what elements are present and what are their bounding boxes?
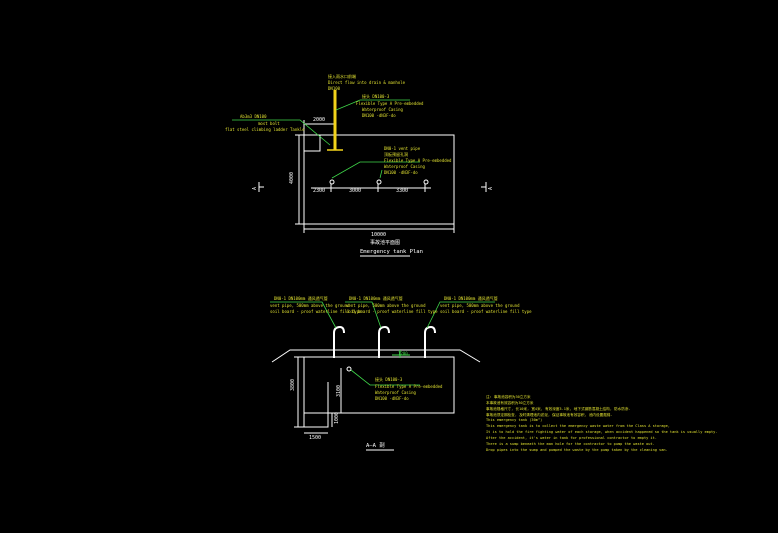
plan-tank-outline <box>303 134 455 225</box>
section-vent-2-l3: soil board - proof waterline fill type <box>346 309 438 314</box>
plan-pipe-note-5: DN100 -dN3F-do <box>384 170 418 175</box>
plan-dim-texts: 2000 2300 3000 3300 10000 4000 A A 事故池平面… <box>252 117 494 255</box>
plan-section-mark-right: A <box>488 187 494 190</box>
section-vent-3-l2: vent pipe, 500mm above the ground <box>440 303 520 308</box>
plan-joint-note-2: Waterproof Casing <box>362 107 404 112</box>
plan-joint-note-1: Flexible Type A Pre-embedded <box>356 101 424 106</box>
plan-manhole <box>303 134 321 152</box>
section-dim-base-h: 1000 <box>334 412 340 424</box>
plan-joint-note-3: DN100 -dN3F-do <box>362 113 396 118</box>
section-level-label: 1200 <box>398 351 408 356</box>
section-title: A—A 剖 <box>366 441 385 449</box>
section-vent-pipes <box>333 325 436 358</box>
section-joint-l1: 接头 DN100-3 <box>375 376 403 382</box>
plan-vent-note-cn: 接入雨水口前端 <box>328 73 356 79</box>
plan-dim-3: 3300 <box>396 188 408 194</box>
section-vent-pipe-1 <box>333 325 345 358</box>
note-line-5: This emergency tank (30m³) <box>486 418 542 422</box>
plan-section-mark-left: A <box>252 187 258 190</box>
section-vent-3-l3: soil board - proof waterline fill type <box>440 309 532 314</box>
section-joint-circle <box>346 366 352 372</box>
section-dim-inner: 3100 <box>336 385 342 397</box>
plan-title: Emergency tank Plan <box>360 249 423 255</box>
plan-vent-circle-1 <box>329 179 335 185</box>
plan-vent-circle-2 <box>376 179 382 185</box>
section-texts: DN0-1 DN100mm 通风透气管 vent pipe, 500mm abo… <box>270 295 532 401</box>
note-line-10: Drop pipes into the sump and pumped the … <box>486 448 668 452</box>
plan-sump-note-1: Ab3m3 DN100 <box>240 114 267 119</box>
section-leaders <box>270 301 495 386</box>
note-line-7: It is to hold the fire fighting water of… <box>486 430 718 434</box>
plan-leaders <box>232 99 420 179</box>
plan-texts: 接入雨水口前端 Direct flow into drain & manhole… <box>225 73 452 175</box>
note-line-8: After the accident, it's water in tank f… <box>486 436 657 440</box>
note-line-9: There is a sump beneath the man hole for… <box>486 442 655 446</box>
plan-dim-total: 10000 <box>371 232 386 238</box>
section-vent-2-l1: DN0-1 DN100mm 通风透气管 <box>349 295 403 301</box>
section-vent-3-l1: DN0-1 DN100mm 通风透气管 <box>444 295 498 301</box>
plan-vent-note-en: Direct flow into drain & manhole <box>328 80 406 85</box>
section-joint-l2: Flexible Type A Pre-embedded <box>375 384 443 389</box>
plan-vent-circle-3 <box>423 179 429 185</box>
section-vent-1-l2: vent pipe, 500mm above the ground <box>270 303 350 308</box>
plan-dim-height: 4000 <box>289 172 295 184</box>
section-joint-l4: DN100 -dN3F-do <box>375 396 409 401</box>
plan-joint-note-cn: 接头 DN100-3 <box>362 93 390 99</box>
section-vent-1-l3: soil board - proof waterline fill type <box>270 309 362 314</box>
note-line-1: 注: 事故池容积为30立方米 <box>486 394 531 399</box>
note-line-6: This emergency tank is to collect the em… <box>486 424 670 428</box>
plan-view <box>258 120 487 257</box>
plan-pipe-note-4: Waterproof Casing <box>384 164 426 169</box>
section-sump <box>303 412 329 428</box>
note-line-4: 事故池须定期检查, 及时清理池内淤泥, 保证事故池有效容积, 池内设置爬梯. <box>486 412 613 417</box>
note-line-2: 本事故池有效容积为30立方米 <box>486 400 534 405</box>
section-dim-texts: 1200 3800 3100 1500 1000 A—A 剖 <box>290 351 408 449</box>
section-vent-2-l2: vent pipe, 500mm above the ground <box>346 303 426 308</box>
section-joint-l3: Waterproof Casing <box>375 390 417 395</box>
plan-sump-note-2: most bolt <box>258 121 280 126</box>
note-line-3: 事故池规格尺寸, 长10米, 宽4米, 有效深度3.1米, 地下式钢筋混凝土结构… <box>486 406 631 411</box>
plan-title-cn: 事故池平面图 <box>370 239 400 246</box>
plan-inlet-pipe <box>327 90 343 151</box>
section-level-marker <box>392 350 410 358</box>
plan-pipe-note-1: DN0-1 vent pipe <box>384 146 421 151</box>
plan-dim-1: 2300 <box>313 188 325 194</box>
section-vent-1-l1: DN0-1 DN100mm 通风透气管 <box>274 295 328 301</box>
plan-pipe-note-3: Flexible Type A Pre-embedded <box>384 158 452 163</box>
section-vent-pipe-2 <box>378 325 390 358</box>
section-ground-line <box>271 349 481 363</box>
section-vent-pipe-3 <box>424 325 436 358</box>
plan-vent-note-code: DN100 <box>328 86 341 91</box>
section-dim-left: 3800 <box>290 379 296 391</box>
plan-sump-note-3: flat steel climbing ladder Tankle <box>225 127 305 132</box>
plan-dim-top: 2000 <box>313 117 325 123</box>
plan-dim-2: 3000 <box>349 188 361 194</box>
section-dim-base-w: 1500 <box>309 435 321 441</box>
plan-pipe-note-2: 顶板预留孔洞 <box>384 151 408 157</box>
notes-block: 注: 事故池容积为30立方米 本事故池有效容积为30立方米 事故池规格尺寸, 长… <box>486 394 718 452</box>
